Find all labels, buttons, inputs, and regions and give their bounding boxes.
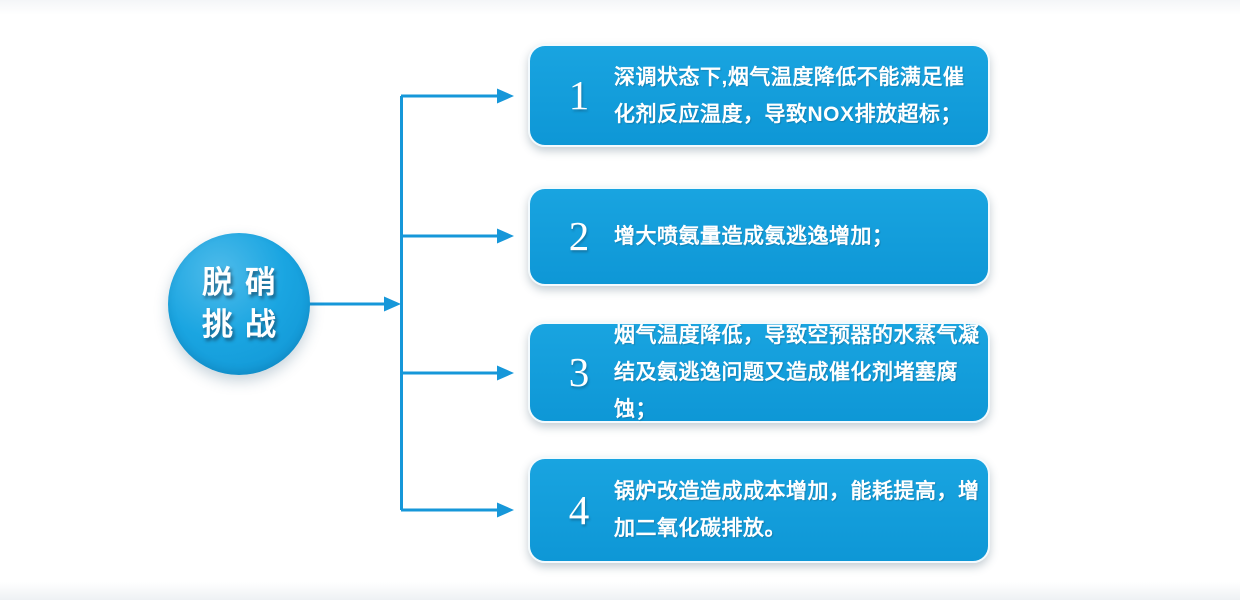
challenge-card-3: 3 烟气温度降低，导致空预器的水蒸气凝结及氨逃逸问题又造成催化剂堵塞腐蚀； <box>528 322 990 423</box>
arrowhead-4 <box>497 502 514 518</box>
root-node-label-line2: 挑战 <box>202 307 288 342</box>
challenge-text: 锅炉改造造成成本增加，能耗提高，增加二氧化碳排放。 <box>614 480 980 540</box>
challenge-text: 深调状态下,烟气温度降低不能满足催化剂反应温度，导致NOX排放超标； <box>614 65 965 126</box>
challenge-number: 2 <box>568 213 590 259</box>
challenge-text: 增大喷氨量造成氨逃逸增加； <box>614 225 894 248</box>
arrowhead-2 <box>497 228 514 244</box>
challenge-number: 1 <box>568 72 590 118</box>
challenge-card-2: 2 增大喷氨量造成氨逃逸增加； <box>528 187 990 286</box>
challenge-text: 烟气温度降低，导致空预器的水蒸气凝结及氨逃逸问题又造成催化剂堵塞腐蚀； <box>614 324 980 421</box>
root-node-label-line1: 脱硝 <box>202 265 288 300</box>
challenge-card-4: 4 锅炉改造造成成本增加，能耗提高，增加二氧化碳排放。 <box>528 457 990 563</box>
challenge-number: 4 <box>568 486 590 533</box>
challenge-number: 3 <box>568 349 590 395</box>
root-node-denitrification-challenge: 脱硝 挑战 <box>168 233 310 375</box>
arrowhead-3 <box>497 365 514 381</box>
challenge-card-1: 1 深调状态下,烟气温度降低不能满足催化剂反应温度，导致NOX排放超标； <box>528 44 990 147</box>
arrowhead-main <box>384 296 401 312</box>
arrowhead-1 <box>497 88 514 104</box>
